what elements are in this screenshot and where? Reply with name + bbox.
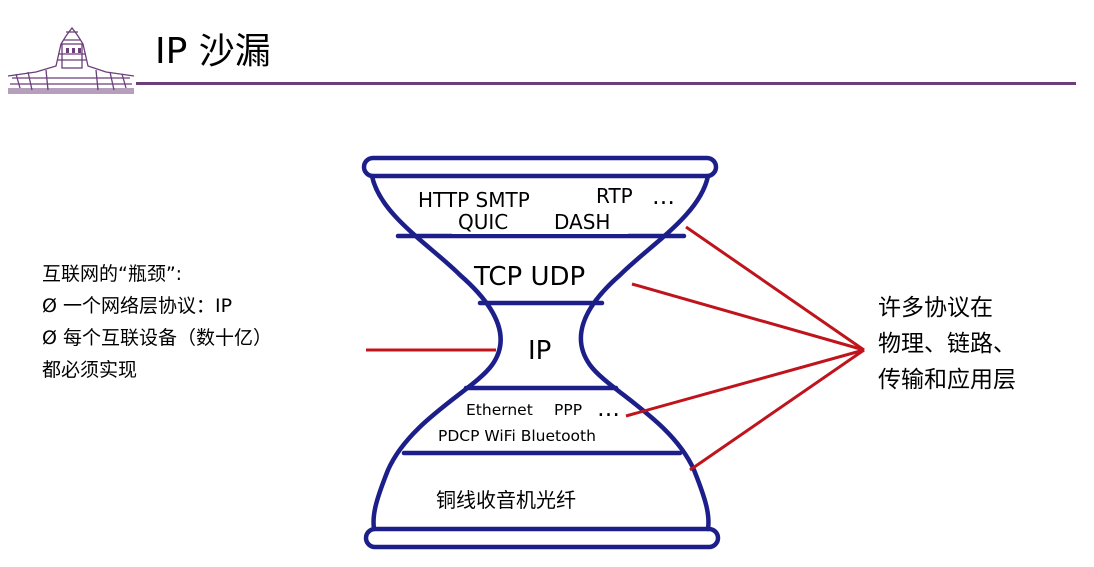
hourglass-top-cap — [361, 155, 719, 179]
app-protocol-rtp: RTP — [596, 184, 633, 208]
link-ellipsis: … — [597, 396, 620, 422]
hourglass-left-side — [369, 173, 503, 532]
link-protocol-ppp: PPP — [554, 401, 583, 419]
arrow-to-link — [625, 348, 865, 418]
app-protocol-dash: DASH — [554, 210, 611, 234]
arrow-to-transport — [631, 282, 865, 352]
slide-title: IP 沙漏 — [155, 31, 271, 72]
bottleneck-note-line4: 都必须实现 — [42, 359, 138, 381]
app-protocols-http-smtp: HTTP SMTP — [418, 188, 530, 212]
physical-media: 铜线收音机光纤 — [436, 488, 576, 512]
bottleneck-note: 互联网的“瓶颈”: Ø 一个网络层协议：IP Ø 每个互联设备（数十亿） 都必须… — [42, 258, 272, 386]
title-rule — [136, 82, 1076, 85]
university-building-logo — [7, 26, 135, 94]
network-protocol-ip: IP — [528, 336, 552, 366]
bottleneck-note-line3: Ø 每个互联设备（数十亿） — [42, 327, 272, 349]
app-ellipsis: … — [652, 184, 675, 210]
app-protocol-quic: QUIC — [458, 210, 509, 234]
transport-protocols: TCP UDP — [474, 262, 586, 292]
hourglass-right-side — [578, 173, 711, 532]
bottleneck-note-line1: 互联网的“瓶颈”: — [42, 263, 183, 285]
arrow-to-application — [685, 225, 865, 352]
bottleneck-note-line2: Ø 一个网络层协议：IP — [42, 295, 233, 317]
hourglass-bottom-cap — [363, 526, 721, 550]
link-protocol-ethernet: Ethernet — [466, 401, 533, 419]
link-protocols-line2: PDCP WiFi Bluetooth — [438, 427, 596, 445]
arrow-to-physical — [689, 348, 865, 472]
many-protocols-note: 许多协议在 物理、链路、 传输和应用层 — [878, 295, 1016, 393]
